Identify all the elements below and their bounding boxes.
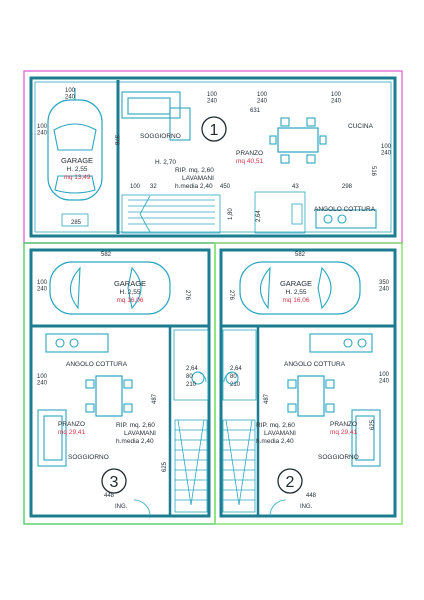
- unit-1-lavamani: LAVAMANI: [182, 175, 214, 182]
- garage-1-height: H. 2,55: [67, 166, 88, 173]
- unit-2: GARAGE H. 2,55 mq 16,06 582 276 ANGOLO C…: [219, 248, 397, 518]
- unit-3-dim-1: 80: [186, 374, 193, 380]
- garage-3-car: [49, 261, 171, 315]
- unit-2-dim-1: 80: [230, 374, 237, 380]
- unit-1-dim-5: 516: [370, 166, 376, 177]
- unit-2-pranzo-area: mq 29,41: [330, 429, 357, 436]
- unit-1-dim-8: 2,64: [256, 210, 262, 222]
- garage-3-title: GARAGE: [114, 279, 146, 288]
- unit-1-number: 1: [210, 122, 219, 139]
- unit-1-dim-3: 43: [292, 184, 299, 190]
- unit-3-hmedia: h.media 2,40: [116, 438, 154, 445]
- unit-3-pranzo-area: mq 29,41: [58, 429, 85, 436]
- unit-1-rip: RIP. mq. 2,60: [175, 167, 214, 174]
- unit-1-number-badge: [201, 116, 227, 142]
- garage-1-width-dim: 285: [71, 220, 82, 226]
- garage-3-width-dim: 582: [101, 252, 112, 258]
- unit-3: GARAGE H. 2,55 mq 16,06 582 276 ANGOLO C…: [29, 248, 211, 518]
- unit-2-soggiorno: SOGGIORNO: [318, 454, 359, 461]
- unit-2-hmedia: h.media 2,40: [256, 438, 294, 445]
- unit-1-pranzo: PRANZO: [236, 150, 263, 157]
- unit-2-rip: RIP. mq. 2,60: [256, 422, 295, 429]
- unit-3-pranzo: PRANZO: [58, 421, 85, 428]
- unit-1-hmedia: h.media 2,40: [175, 183, 213, 190]
- garage-2-title: GARAGE: [280, 279, 312, 288]
- unit-2-outline: [214, 242, 403, 525]
- unit-3-number: 3: [110, 474, 119, 491]
- unit-2-dim-4: 625: [370, 419, 376, 430]
- unit-2-ing: ING.: [300, 504, 313, 510]
- unit-3-rip: RIP. mq. 2,60: [116, 422, 155, 429]
- unit-1-height: H. 2,70: [155, 159, 176, 166]
- unit-1-dim-4: 298: [342, 184, 353, 190]
- unit-2-dim-5: 448: [306, 493, 317, 499]
- garage-3-height: H. 2,55: [120, 289, 141, 296]
- unit-1-soggiorno: SOGGIORNO: [140, 133, 181, 140]
- unit-3-ing: ING.: [115, 504, 128, 510]
- garage-1-title: GARAGE: [61, 156, 93, 165]
- garage-3-area: mq 16,06: [116, 297, 143, 304]
- unit-3-lavamani: LAVAMANI: [124, 430, 156, 437]
- unit-1-dim-6: 631: [250, 108, 261, 114]
- unit-1-dim-7: 1,80: [228, 208, 234, 220]
- garage-2-width-dim: 582: [295, 252, 306, 258]
- unit-3-dim-0: 2,64: [186, 366, 198, 372]
- unit-1-pranzo-area: mq 40,51: [236, 158, 263, 165]
- garage-1-area: mq 13,49: [63, 174, 90, 181]
- unit-1-cucina: CUCINA: [348, 123, 374, 130]
- unit-2-number: 2: [286, 474, 295, 491]
- garage-3-depth-dim: 276: [184, 290, 190, 301]
- unit-1-dim-0: 100: [130, 184, 141, 190]
- garage-1-car: [47, 88, 103, 227]
- garage-2-car: [239, 261, 361, 315]
- unit-2-dim-2: 210: [230, 382, 241, 388]
- unit-2-lavamani: LAVAMANI: [264, 430, 296, 437]
- unit-3-angolo-cottura: ANGOLO COTTURA: [66, 361, 128, 368]
- unit-3-dim-2: 210: [186, 382, 197, 388]
- unit-3-dim-3: 487: [152, 393, 158, 404]
- unit-1-dim-2: 450: [220, 184, 231, 190]
- unit-2-pranzo: PRANZO: [330, 421, 357, 428]
- unit-1-dining-table: [269, 117, 327, 164]
- unit-3-dim-4: 625: [162, 461, 168, 472]
- unit-3-soggiorno: SOGGIORNO: [68, 454, 109, 461]
- garage-2-depth-dim: 276: [228, 290, 234, 301]
- unit-1: GARAGE H. 2,55 mq 13,49 285 376 1 SOGGIO…: [29, 76, 397, 238]
- unit-2-dim-0: 2,64: [230, 366, 242, 372]
- doors: [133, 371, 287, 517]
- unit-3-dim-5: 448: [104, 493, 115, 499]
- unit-3-number-badge: [101, 468, 127, 494]
- garage-1-depth-dim: 376: [113, 135, 119, 146]
- unit-1-angolo-cottura: ANGOLO COTTURA: [314, 206, 376, 213]
- unit-2-dim-3: 487: [264, 393, 270, 404]
- unit-2-number-badge: [277, 468, 303, 494]
- garage-2-area: mq 16,06: [282, 297, 309, 304]
- unit-1-dim-1: 32: [150, 184, 157, 190]
- unit-2-angolo-cottura: ANGOLO COTTURA: [284, 361, 346, 368]
- garage-2-height: H. 2,55: [286, 289, 307, 296]
